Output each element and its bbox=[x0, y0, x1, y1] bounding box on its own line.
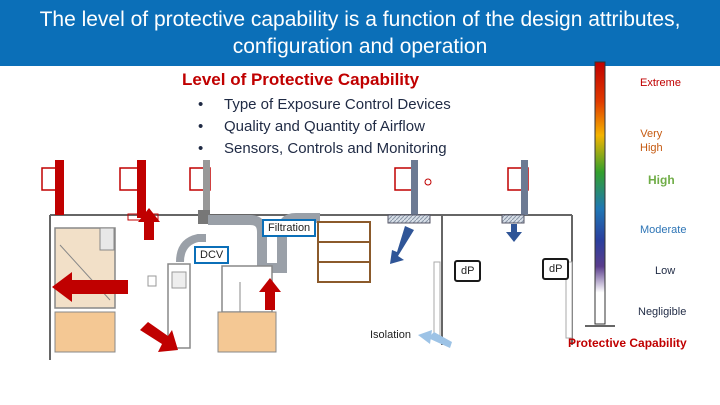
red-arrow-up bbox=[259, 278, 281, 310]
bullet-list: • Type of Exposure Control Devices • Quali… bbox=[198, 94, 451, 160]
scale-label-negligible: Negligible bbox=[638, 306, 687, 318]
red-arrow-left bbox=[52, 272, 128, 302]
red-arrow-diagonal bbox=[140, 322, 178, 352]
exhaust-fan-icon bbox=[189, 160, 211, 224]
capability-scale-bar bbox=[594, 61, 606, 325]
scale-label-low: Low bbox=[655, 265, 676, 277]
ceiling-diffuser bbox=[501, 214, 525, 224]
dcv-label: DCV bbox=[194, 246, 230, 264]
filtration-cabinet bbox=[317, 221, 371, 283]
bullet-marker: • bbox=[198, 96, 204, 113]
exhaust-fan-icon bbox=[119, 160, 159, 221]
exhaust-fan-icon bbox=[394, 160, 432, 215]
scale-label-very: Very bbox=[640, 128, 663, 140]
fume-hood-icon bbox=[54, 227, 116, 353]
filtration-label: Filtration bbox=[262, 219, 317, 237]
ceiling-diffuser bbox=[387, 214, 431, 224]
title-line-2: configuration and operation bbox=[232, 35, 488, 58]
scale-label-moderate: Moderate bbox=[640, 224, 687, 236]
bullet-text: Type of Exposure Control Devices bbox=[224, 96, 451, 113]
blue-arrow-down bbox=[390, 226, 414, 264]
dcv-duct bbox=[176, 234, 206, 263]
scale-label-extreme: Extreme bbox=[640, 77, 681, 89]
scale-label-high-word: High bbox=[640, 142, 663, 154]
scale-footer: Protective Capability bbox=[568, 336, 687, 350]
scale-label-high: High bbox=[648, 173, 675, 187]
title-line-1: The level of protective capability is a … bbox=[39, 8, 681, 31]
door-icon bbox=[433, 261, 441, 339]
red-arrow-up bbox=[138, 208, 160, 240]
bullet-marker: • bbox=[198, 118, 204, 135]
blue-arrow-down bbox=[506, 224, 522, 242]
isolation-label: Isolation bbox=[370, 329, 411, 341]
bullet-marker: • bbox=[198, 140, 204, 157]
dp-label-left: dP bbox=[454, 260, 482, 282]
title-banner: The level of protective capability is a … bbox=[0, 0, 720, 66]
bullet-text: Quality and Quantity of Airflow bbox=[224, 118, 425, 135]
bullet-item: • Quality and Quantity of Airflow bbox=[198, 116, 451, 138]
dp-label-right: dP bbox=[542, 258, 570, 280]
exhaust-fan-icon bbox=[41, 160, 64, 215]
bullet-item: • Sensors, Controls and Monitoring bbox=[198, 138, 451, 160]
scale-label-very-high: Very High bbox=[640, 127, 663, 155]
exhaust-fan-icon bbox=[507, 160, 529, 215]
light-blue-arrow bbox=[418, 330, 452, 348]
subtitle: Level of Protective Capability bbox=[182, 70, 420, 89]
bullet-text: Sensors, Controls and Monitoring bbox=[224, 140, 447, 157]
bullet-item: • Type of Exposure Control Devices bbox=[198, 94, 451, 116]
biosafety-cabinet-icon bbox=[147, 263, 277, 353]
